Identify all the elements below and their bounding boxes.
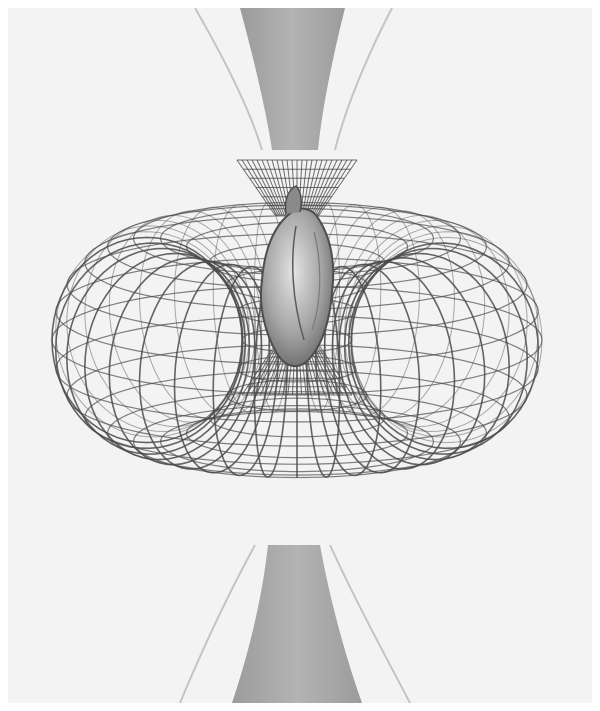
torus-field-illustration [0,0,600,711]
torus-heart-diagram [0,0,600,711]
